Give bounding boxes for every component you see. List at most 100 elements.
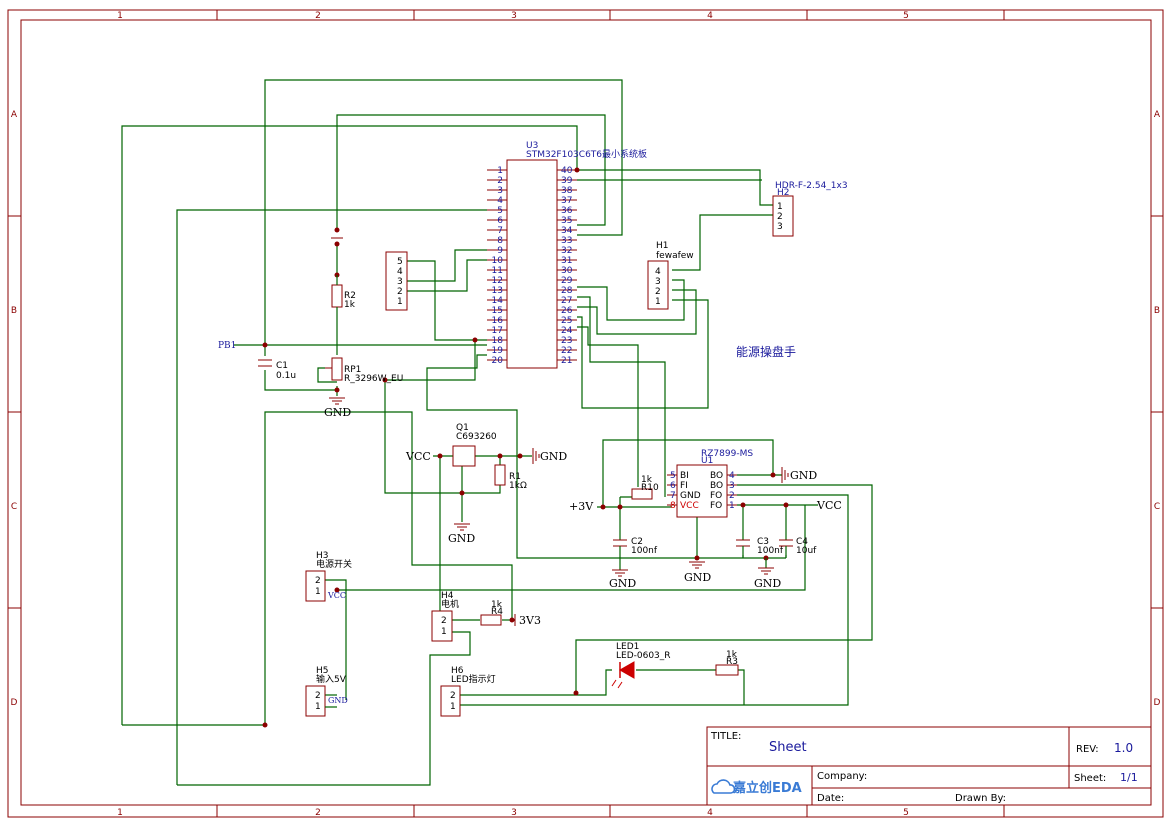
- u1-pin-number: 4: [729, 471, 735, 481]
- capacitor-c1[interactable]: C1 0.1u: [258, 359, 296, 381]
- h2-pin-1: 1: [777, 202, 783, 212]
- capacitor-c3[interactable]: C3 100nf: [736, 537, 784, 558]
- c3-value: 100nf: [757, 546, 784, 556]
- plus3v-label: +3V: [569, 500, 594, 513]
- sheet-frame: [7, 9, 1164, 818]
- u3-pin-number: 24: [561, 326, 573, 336]
- u3-pin-number: 22: [561, 346, 572, 356]
- u1-pin-name: FO: [710, 491, 722, 501]
- resistor-r4[interactable]: 1k R4: [480, 600, 503, 626]
- resistor-r10[interactable]: 1k R10: [631, 475, 659, 500]
- u3-pin-number: 25: [561, 316, 572, 326]
- resistor-r3[interactable]: 1k R3: [715, 650, 739, 676]
- u3-pin-number: 10: [492, 256, 504, 266]
- h1-pin-4: 4: [655, 267, 661, 277]
- u1-pin-name: BO: [710, 471, 723, 481]
- c1-value: 0.1u: [276, 371, 296, 381]
- connector-h2[interactable]: HDR-F-2.54_1x3 H2 1 2 3: [772, 181, 848, 237]
- u3-pin-number: 19: [492, 346, 504, 356]
- c4-value: 10uf: [796, 546, 817, 556]
- u3-pin-number: 8: [497, 236, 503, 246]
- resistor-r1[interactable]: R1 1kΩ: [494, 464, 527, 491]
- left5-pin-3: 3: [397, 277, 403, 287]
- u1-pin-name: BO: [710, 481, 723, 491]
- h3-vcc-label: VCC: [327, 591, 346, 600]
- vcc-label-u1: VCC: [816, 499, 842, 512]
- ground-symbol-q1: GND: [448, 523, 475, 545]
- h2-pin-3: 3: [777, 222, 783, 232]
- row-label-left-a: A: [11, 110, 18, 120]
- connector-h6[interactable]: H6 LED指示灯 2 1: [440, 666, 496, 717]
- col-label-top-1: 1: [117, 11, 123, 21]
- border-labels: 1 2 3 4 5 1 2 3 4 5 A B C D A B C D: [11, 11, 1161, 818]
- row-label-left-d: D: [11, 698, 18, 708]
- gnd-label-c4: GND: [754, 577, 781, 590]
- h5-pin-1: 1: [315, 702, 321, 712]
- row-label-right-c: C: [1154, 502, 1160, 512]
- gnd-label-c2: GND: [609, 577, 636, 590]
- c2-designator: C2: [631, 537, 643, 547]
- gnd-label-q1-right: GND: [540, 450, 567, 463]
- h6-pin-2: 2: [450, 691, 456, 701]
- row-label-right-d: D: [1154, 698, 1161, 708]
- connector-h1[interactable]: H1 fewafew 4 3 2 1: [647, 241, 694, 310]
- gnd-label-u1-right: GND: [790, 469, 817, 482]
- row-label-left-c: C: [11, 502, 17, 512]
- led-led1[interactable]: LED1 LED-0603_R: [611, 642, 671, 689]
- col-label-top-5: 5: [903, 11, 909, 21]
- u3-pin-number: 1: [497, 166, 503, 176]
- u3-pin-number: 38: [561, 186, 573, 196]
- connector-h4[interactable]: H4 电机 2 1: [431, 591, 459, 642]
- capacitor-c4[interactable]: C4 10uf: [779, 537, 817, 558]
- potentiometer-rp1[interactable]: RP1 R_3296W_EU: [325, 357, 403, 384]
- h1-part: fewafew: [656, 251, 694, 261]
- v3v3-label: 3V3: [519, 614, 541, 627]
- led1-designator: LED1: [616, 642, 639, 652]
- rp1-designator: RP1: [344, 365, 361, 375]
- r1-value: 1kΩ: [509, 481, 527, 491]
- net-label-pb1: PB1: [218, 341, 236, 351]
- rev-label: REV:: [1076, 744, 1099, 755]
- left5-pin-2: 2: [397, 287, 403, 297]
- r1-designator: R1: [509, 472, 521, 482]
- col-label-bottom-4: 4: [707, 808, 713, 818]
- h3-pin-2: 2: [315, 576, 321, 586]
- u3-pin-number: 34: [561, 226, 573, 236]
- u1-pin-number: 5: [670, 471, 676, 481]
- u3-pin-number: 32: [561, 246, 572, 256]
- h1-pin-1: 1: [655, 297, 661, 307]
- connector-5pin[interactable]: 5 4 3 2 1: [385, 251, 408, 311]
- company-label: Company:: [817, 771, 867, 782]
- sheet-label: Sheet:: [1074, 773, 1106, 784]
- u3-pin-number: 11: [492, 266, 503, 276]
- col-label-bottom-1: 1: [117, 808, 123, 818]
- logo-text: 嘉立创EDA: [732, 780, 802, 796]
- c3-designator: C3: [757, 537, 769, 547]
- resistor-r2[interactable]: R2 1k: [331, 275, 356, 318]
- rev-value: 1.0: [1114, 741, 1133, 755]
- r10-value: 1k: [641, 475, 653, 485]
- u1-pin-name: GND: [680, 491, 701, 501]
- capacitor-c2[interactable]: C2 100nf: [613, 537, 658, 558]
- u1-pin-name: VCC: [680, 501, 699, 511]
- connector-h3[interactable]: H3 电源开关 2 1 VCC: [305, 551, 352, 602]
- u3-pin-number: 28: [561, 286, 573, 296]
- u3-pin-number: 14: [492, 296, 504, 306]
- connector-h5[interactable]: H5 输入5V 2 1 GND: [305, 666, 348, 717]
- u1-pin-number: 3: [729, 481, 735, 491]
- ground-symbol-c4: GND: [754, 558, 781, 590]
- u1-pin-number: 2: [729, 491, 735, 501]
- u3-pin-number: 16: [492, 316, 504, 326]
- h1-designator: H1: [656, 241, 669, 251]
- col-label-top-4: 4: [707, 11, 713, 21]
- col-label-bottom-5: 5: [903, 808, 909, 818]
- r3-designator: R3: [726, 657, 738, 667]
- transistor-q1[interactable]: Q1 C693260 VCC: [405, 423, 497, 467]
- h5-pin-2: 2: [315, 691, 321, 701]
- wires: [121, 79, 873, 786]
- h6-part: LED指示灯: [451, 673, 496, 685]
